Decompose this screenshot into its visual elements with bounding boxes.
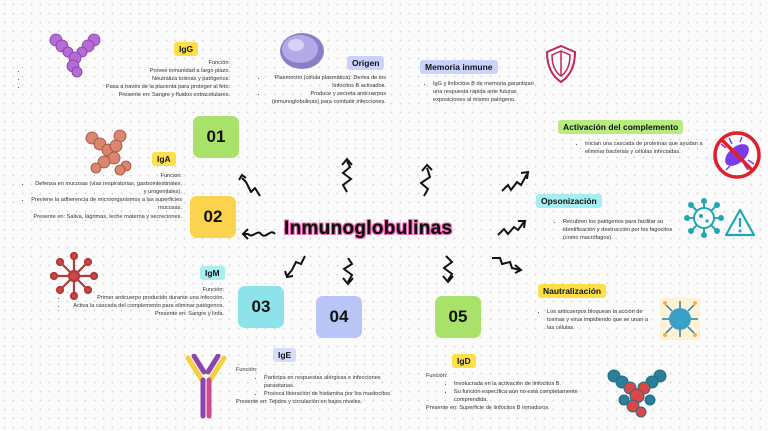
neutralization-icon <box>660 298 700 340</box>
igg-antibody-icon <box>49 33 101 78</box>
igd-description: Función: Involucrada en la activación de… <box>426 372 598 413</box>
node-05[interactable]: 05 <box>435 296 481 338</box>
ige-footer: Presente en: Tejidos y circulación en ba… <box>236 399 363 406</box>
igm-tag: IgM <box>200 266 225 280</box>
ige-description: Función: Participa en respuestas alérgic… <box>236 366 406 407</box>
ige-antibody-icon <box>185 354 227 419</box>
iga-description: Funcion: Defensa en mucosas (vías respir… <box>22 172 182 221</box>
memoria-item: IgG y linfocitos B de memoria garantizan… <box>433 80 536 104</box>
neutralizacion-item: Los anticuerpos bloquean la acción de to… <box>547 308 650 332</box>
arrow-to-origen <box>341 157 353 193</box>
igm-heading: Función: <box>202 287 224 293</box>
node-01[interactable]: 01 <box>193 116 239 158</box>
igm-footer: Presente en: Sangre y linfa. <box>154 311 224 318</box>
igg-item: Pasa a través de la placenta para proteg… <box>27 83 230 91</box>
iga-heading: Funcion: <box>160 173 182 179</box>
arrow-to-neutralizacion <box>492 257 523 274</box>
no-virus-icon <box>713 131 761 179</box>
igd-item: Involucrada en la activación de linfocit… <box>454 380 598 388</box>
arrow-to-01 <box>238 173 261 197</box>
node-02[interactable]: 02 <box>190 196 236 238</box>
ige-item: Provoca liberación de histamina por los … <box>264 390 406 398</box>
arrow-to-05 <box>442 255 454 284</box>
virus-icon <box>684 198 724 238</box>
igd-item: Su función específica aún no está comple… <box>454 388 598 404</box>
arrow-to-04 <box>342 257 354 286</box>
mindmap-title: Inmunoglobulinas <box>284 218 453 239</box>
origen-item: Plasmocito (célula plasmática): Deriva d… <box>267 74 386 90</box>
igd-footer: Presente en: Superficie de linfocitos B … <box>426 405 550 412</box>
shield-icon <box>545 44 577 84</box>
igd-antibody-icon <box>607 369 667 418</box>
igm-description: Función: Primer anticuerpo producido dur… <box>58 286 224 318</box>
iga-tag: IgA <box>152 152 176 166</box>
neutralizacion-description: Los anticuerpos bloquean la acción de to… <box>538 308 650 332</box>
arrow-to-opsonizacion <box>497 220 527 236</box>
igg-item: Provee inmunidad a largo plazo. <box>27 67 230 75</box>
memoria-tag: Memoria inmune <box>420 60 498 74</box>
arrow-to-activacion <box>501 170 530 192</box>
igg-heading: Función: <box>208 60 230 66</box>
node-04[interactable]: 04 <box>316 296 362 338</box>
igg-footer: Presente en: Sangre y fluidos extracelul… <box>118 92 230 99</box>
opsonizacion-description: Recubren los patógenos para facilitar su… <box>554 218 684 242</box>
node-03[interactable]: 03 <box>238 286 284 328</box>
arrow-to-02 <box>241 228 276 240</box>
activacion-description: Inician una cascada de proteínas que ayu… <box>576 140 706 156</box>
iga-item: Defensa en mucosas (vías respiratorias, … <box>31 180 182 196</box>
ige-heading: Función: <box>236 367 258 373</box>
igg-item: Neutraliza toxinas y patógenos. <box>27 75 230 83</box>
igd-heading: Función: <box>426 373 448 379</box>
plasma-cell-icon <box>280 33 324 69</box>
ige-item: Participa en respuestas alérgicas e infe… <box>264 374 406 390</box>
memoria-description: IgG y linfocitos B de memoria garantizan… <box>424 80 536 104</box>
activacion-item: Inician una cascada de proteínas que ayu… <box>585 140 706 156</box>
arrow-to-memoria <box>419 163 433 197</box>
igg-tag: IgG <box>174 42 199 56</box>
igm-item: Primer anticuerpo producido durante una … <box>67 294 224 302</box>
iga-item: Previene la adherencia de microorganismo… <box>31 196 182 212</box>
igm-antibody-icon <box>50 252 98 300</box>
igd-tag: IgD <box>452 354 476 368</box>
origen-description: Plasmocito (célula plasmática): Deriva d… <box>258 74 386 106</box>
neutralizacion-tag: Nautralización <box>538 284 607 298</box>
arrow-to-03 <box>284 255 306 279</box>
igg-description: Función: Provee inmunidad a largo plazo.… <box>18 59 230 100</box>
igm-item: Activa la cascada del complemento para e… <box>67 302 224 310</box>
iga-antibody-icon <box>85 129 132 176</box>
opsonizacion-item: Recubren los patógenos para facilitar su… <box>563 218 684 242</box>
origen-tag: Origen <box>347 56 385 70</box>
ige-tag: IgE <box>273 348 297 362</box>
opsonizacion-tag: Opsonización <box>536 194 602 208</box>
origen-item: Produce y secreta anticuerpos (inmunoglo… <box>267 90 386 106</box>
activacion-tag: Activación del complemento <box>558 120 684 134</box>
iga-footer: Presente en: Saliva, lágrimas, leche mat… <box>33 213 182 220</box>
warning-icon <box>724 208 756 237</box>
